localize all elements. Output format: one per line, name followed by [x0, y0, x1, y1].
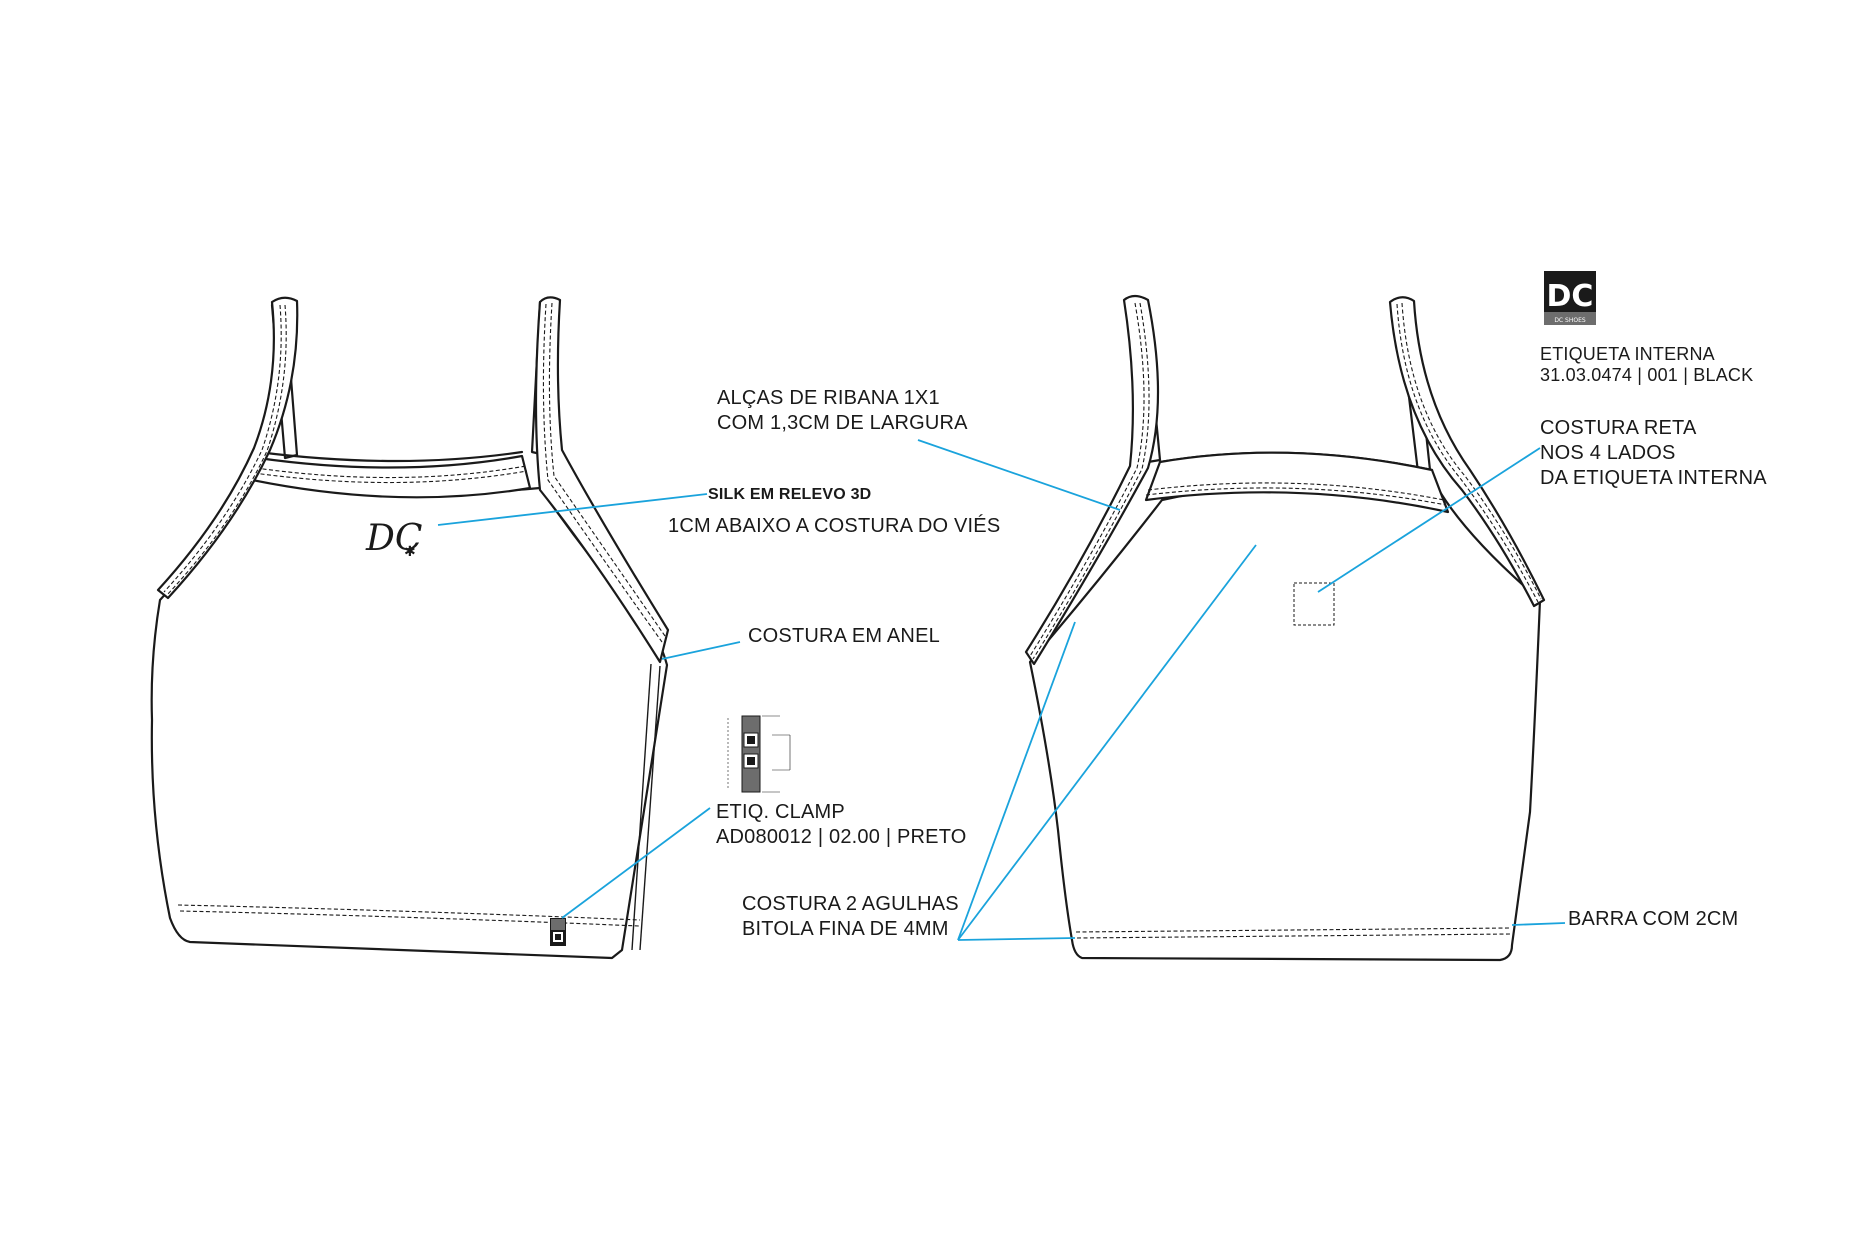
leader-lines [437, 439, 1566, 941]
leader-costura-reta [1317, 447, 1541, 593]
back-neck-binding [1144, 451, 1450, 514]
front-left-strap [156, 296, 299, 600]
internal-label-logo: DC [1547, 279, 1594, 314]
leader-agulhas-2 [957, 544, 1257, 941]
back-right-strap-stitch-2 [1401, 302, 1542, 600]
back-hem-stitch-2 [1076, 933, 1511, 939]
leader-etiq-clamp [561, 807, 711, 919]
internal-label-caption: DC SHOES [1554, 317, 1586, 324]
label-costura-anel: COSTURA EM ANEL [748, 625, 940, 647]
leader-alcas [917, 439, 1121, 511]
leader-costura-anel [661, 641, 741, 660]
label-costura-agulhas-line2: BITOLA FINA DE 4MM [742, 918, 949, 940]
front-back-neckline [256, 450, 524, 463]
front-neck-binding [250, 454, 532, 499]
label-etiq-clamp: ETIQ. CLAMP AD080012 | 02.00 | PRETO [716, 800, 967, 850]
front-right-strap-stitch-1 [542, 303, 663, 643]
label-costura-reta: COSTURA RETA NOS 4 LADOS DA ETIQUETA INT… [1540, 416, 1767, 491]
internal-label-thumbnail: DC DC SHOES [1544, 271, 1596, 325]
back-right-strap-stitch-1 [1396, 303, 1539, 603]
label-barra: BARRA COM 2CM [1568, 908, 1739, 930]
back-garment [1024, 294, 1546, 962]
label-etiqueta-interna: ETIQUETA INTERNA 31.03.0474 | 001 | BLAC… [1540, 344, 1753, 386]
back-left-strap-stitch-2 [1032, 302, 1150, 660]
leader-barra [1511, 922, 1566, 926]
label-costura-reta-line1: COSTURA RETA [1540, 417, 1697, 439]
front-hem-stitch-1 [177, 904, 641, 921]
front-hem-stitch-2 [179, 910, 640, 927]
back-internal-label-box [1293, 582, 1335, 626]
label-costura-agulhas-line1: COSTURA 2 AGULHAS [742, 893, 959, 915]
label-alcas-line2: COM 1,3CM DE LARGURA [717, 412, 968, 434]
front-dc-star-icon: ✱ [404, 544, 416, 560]
label-costura-reta-line3: DA ETIQUETA INTERNA [1540, 467, 1767, 489]
label-etiqueta-interna-line1: ETIQUETA INTERNA [1540, 344, 1715, 364]
front-left-strap-stitch-2 [166, 304, 287, 596]
back-hem-stitch-1 [1075, 927, 1511, 933]
front-right-strap [534, 296, 670, 664]
label-costura-agulhas: COSTURA 2 AGULHAS BITOLA FINA DE 4MM [742, 892, 959, 942]
front-garment: DC ✱ [150, 296, 670, 960]
front-clamp-label [550, 918, 566, 946]
back-body [1028, 481, 1542, 962]
front-neck-stitch-2 [253, 470, 528, 484]
front-dc-logo: DC ✱ [365, 518, 422, 560]
label-etiq-clamp-line1: ETIQ. CLAMP [716, 801, 845, 823]
back-right-strap [1388, 296, 1546, 608]
label-etiqueta-interna-line2: 31.03.0474 | 001 | BLACK [1540, 365, 1754, 385]
leader-agulhas-1 [957, 621, 1076, 941]
front-side-seam-2 [639, 665, 661, 951]
label-alcas: ALÇAS DE RIBANA 1X1 COM 1,3CM DE LARGURA [717, 386, 968, 436]
label-silk-note: 1CM ABAIXO A COSTURA DO VIÉS [668, 515, 1001, 537]
back-neck-stitch-2 [1145, 487, 1447, 506]
label-costura-reta-line2: NOS 4 LADOS [1540, 442, 1676, 464]
label-etiq-clamp-line2: AD080012 | 02.00 | PRETO [716, 826, 967, 848]
label-alcas-line1: ALÇAS DE RIBANA 1X1 [717, 387, 940, 409]
clamp-spec-drawing [727, 715, 791, 793]
back-neck-stitch-1 [1147, 482, 1445, 501]
front-neck-stitch-1 [255, 465, 527, 479]
front-dc-logo-text: DC [365, 518, 422, 559]
back-left-strap-stitch-1 [1029, 302, 1145, 657]
front-side-seam [631, 663, 652, 951]
leader-silk [437, 493, 708, 526]
leader-agulhas-3 [957, 937, 1076, 941]
label-silk-title: SILK EM RELEVO 3D [708, 486, 872, 503]
front-left-strap-stitch-1 [163, 304, 282, 593]
